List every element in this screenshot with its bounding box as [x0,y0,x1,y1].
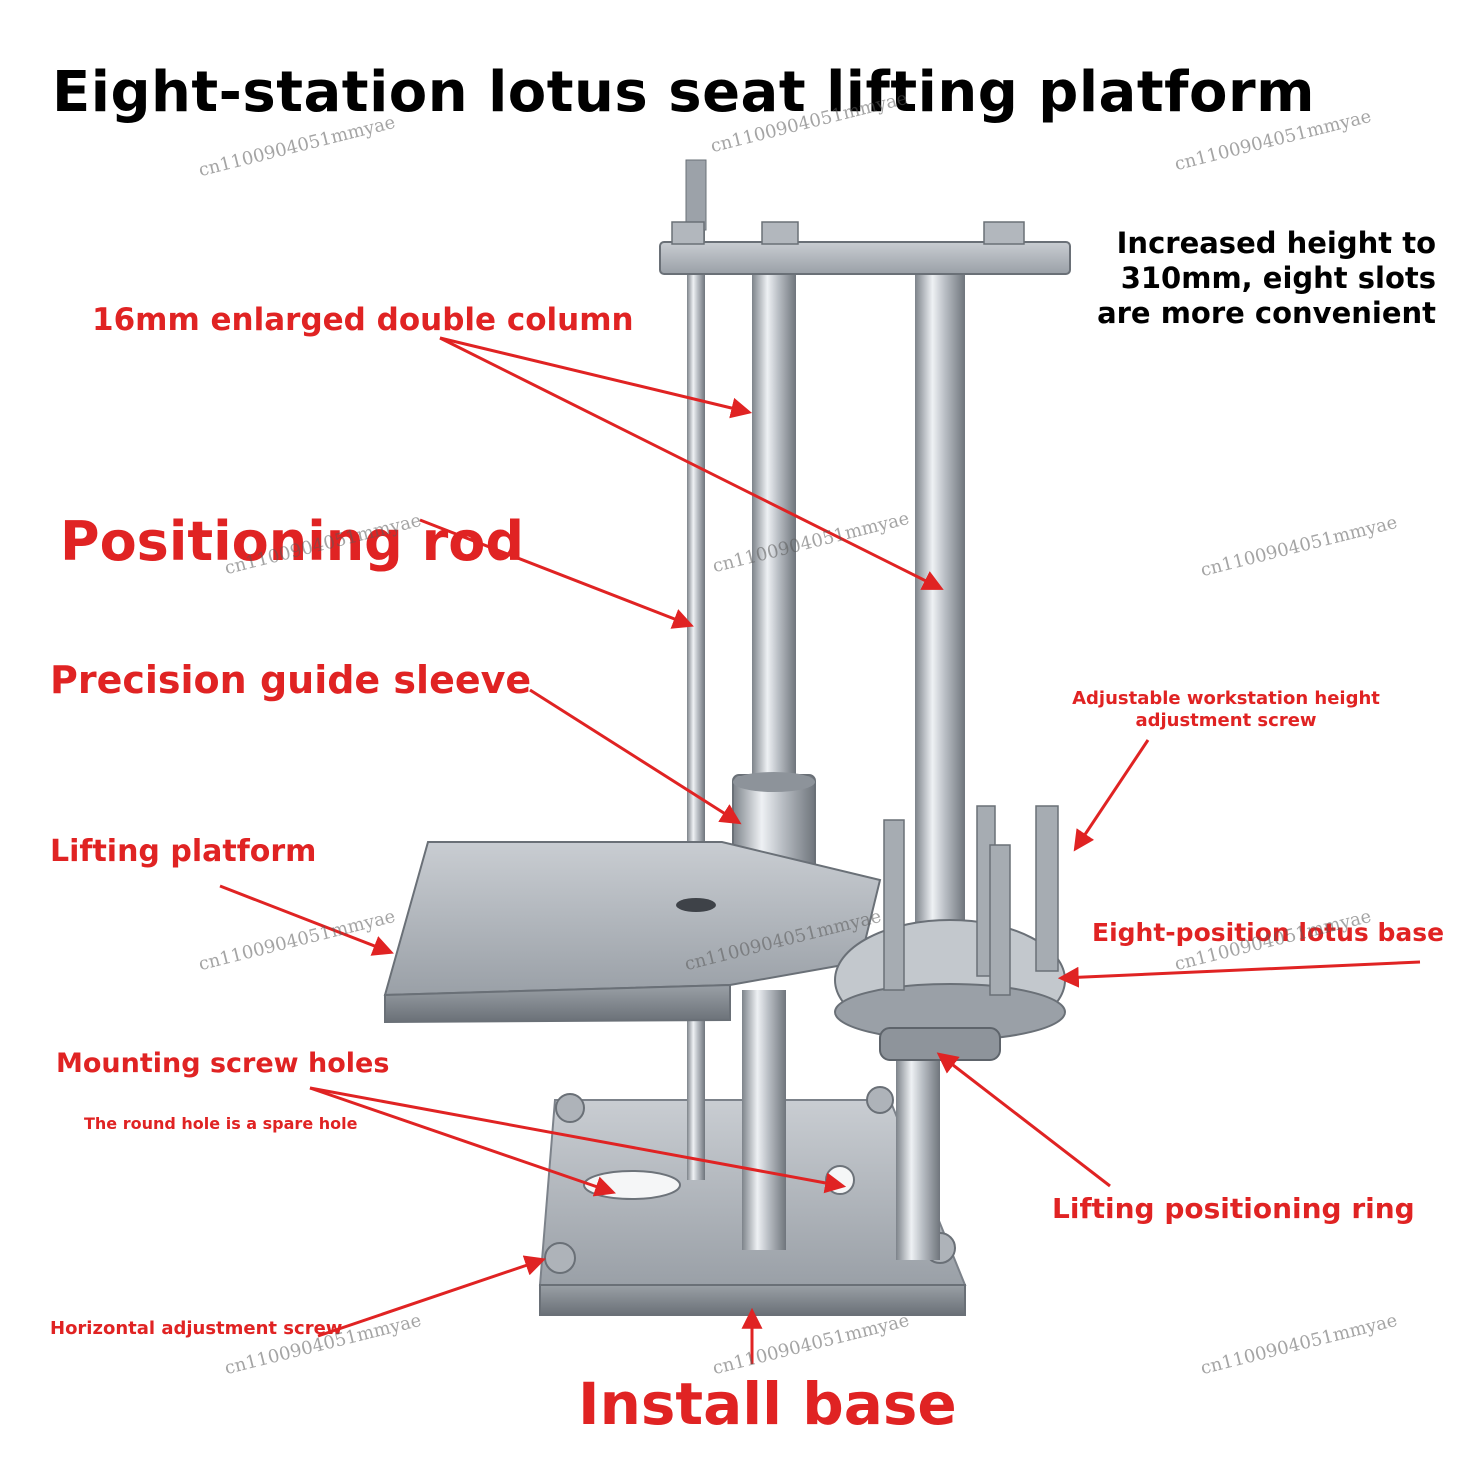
lower-support-rod [742,990,786,1250]
top-crossbar [659,221,1071,275]
height-note: Increased height to 310mm, eight slots a… [1097,226,1436,330]
main-column [752,270,796,790]
label-spare-hole: The round hole is a spare hole [84,1114,358,1133]
leveling-bolt [544,1242,576,1274]
label-horizontal-screw: Horizontal adjustment screw [50,1318,343,1339]
leveling-bolt [555,1093,585,1123]
page-title: Eight-station lotus seat lifting platfor… [52,60,1315,125]
positioning-rod-body [687,160,705,1180]
label-guide-sleeve: Precision guide sleeve [50,658,532,702]
label-lotus-base: Eight-position lotus base [1092,918,1445,947]
label-adjust-screw: Adjustable workstation height adjustment… [1072,688,1380,731]
threaded-stud [883,805,1059,996]
mounting-slot-hole [583,1170,681,1200]
lotus-base [834,805,1066,1061]
spare-round-hole [825,1165,855,1195]
label-double-column: 16mm enlarged double column [92,302,634,338]
label-mounting-holes: Mounting screw holes [56,1048,390,1079]
label-lifting-platform: Lifting platform [50,834,317,869]
label-install-base: Install base [578,1370,957,1438]
leveling-bolt [866,1086,894,1114]
lower-support-rod [896,1040,940,1260]
label-positioning-rod: Positioning rod [60,510,524,573]
annotation-arrows [219,336,1421,1364]
label-positioning-ring: Lifting positioning ring [1052,1192,1415,1225]
main-column [915,270,965,950]
lifting-platform-plate [383,841,882,1024]
positioning-rod-thread [685,159,707,231]
